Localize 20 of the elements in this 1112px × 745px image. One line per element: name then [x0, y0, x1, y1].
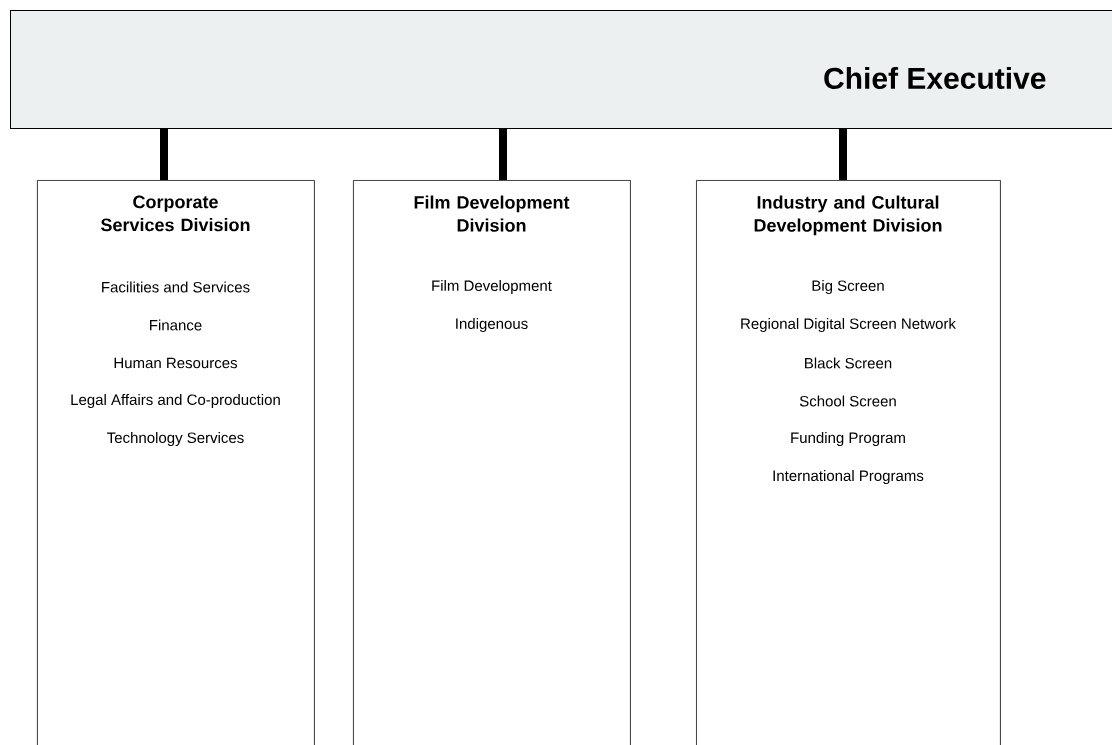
- unit-name: Indigenous: [456, 318, 528, 332]
- unit-name: Human Resources: [114, 357, 237, 369]
- division-heading: Film Development Division: [414, 195, 570, 232]
- unit-name: Film Development: [432, 280, 552, 294]
- unit-name: Facilities and Services: [102, 281, 250, 293]
- unit-name: School Screen: [799, 395, 896, 407]
- division-box: [353, 180, 631, 745]
- unit-name: Black Screen: [805, 357, 892, 369]
- unit-name: Technology Services: [107, 432, 244, 446]
- division-heading: Industry and Cultural Development Division: [754, 195, 942, 236]
- executive-box: Chief Executive: [10, 10, 1112, 129]
- unit-name: Regional Digital Screen Network: [741, 318, 956, 332]
- unit-name: International Programs: [773, 470, 924, 484]
- division-heading: Corporate Services Division: [101, 195, 250, 232]
- division-box: [37, 180, 315, 745]
- unit-name: Finance: [150, 319, 202, 331]
- unit-name: Legal Affairs and Co-production: [71, 394, 280, 408]
- unit-name: Big Screen: [812, 280, 884, 294]
- unit-name: Funding Program: [791, 432, 905, 446]
- division-box: [696, 180, 1001, 745]
